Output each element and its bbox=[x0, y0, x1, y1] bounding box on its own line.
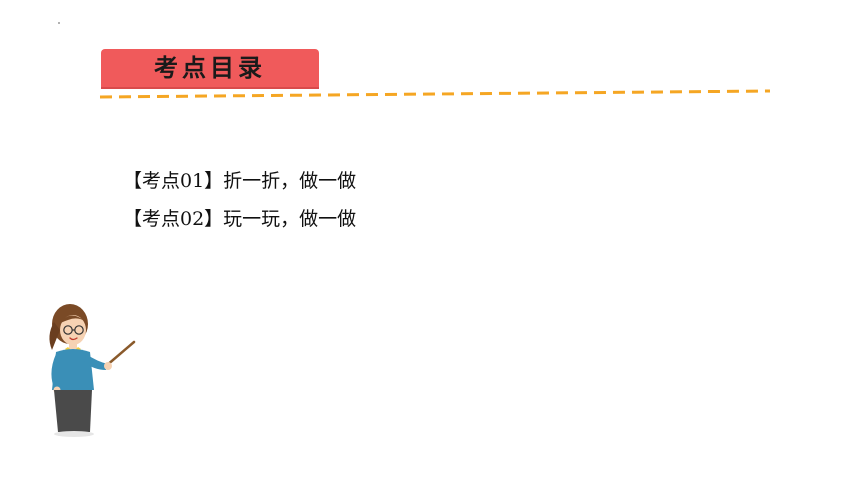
title-banner: 考点目录 bbox=[101, 49, 319, 87]
page-title: 考点目录 bbox=[154, 53, 266, 82]
decorative-dot bbox=[58, 22, 60, 24]
toc-list: 【考点01】折一折，做一做 【考点02】玩一玩，做一做 bbox=[123, 166, 356, 242]
teacher-icon bbox=[49, 304, 136, 437]
toc-item-1[interactable]: 【考点01】折一折，做一做 bbox=[123, 170, 357, 192]
toc-item-2[interactable]: 【考点02】玩一玩，做一做 bbox=[123, 208, 357, 230]
